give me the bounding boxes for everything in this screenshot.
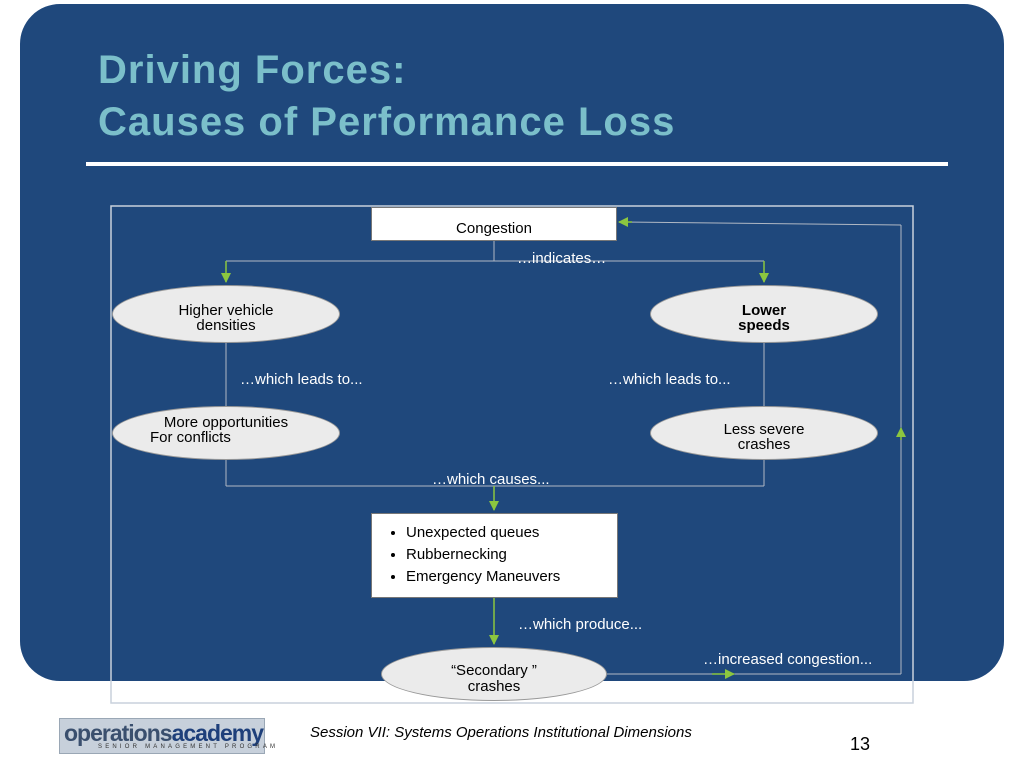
- more-conflicts-line-1: More opportunities: [163, 414, 289, 431]
- higher-densities-line-1: Higher vehicle: [178, 302, 274, 319]
- lower-speeds-line-2: speeds: [738, 317, 790, 334]
- less-severe-ellipse: Less severe crashes: [650, 406, 878, 460]
- label-leads-left: …which leads to...: [240, 371, 363, 388]
- secondary-line-1: “Secondary ”: [451, 662, 537, 679]
- lower-speeds-ellipse: Lower speeds: [650, 285, 878, 343]
- operations-academy-logo: operationsacademy SENIOR MANAGEMENT PROG…: [59, 718, 275, 754]
- effects-box: Unexpected queues Rubbernecking Emergenc…: [371, 513, 618, 598]
- secondary-line-2: crashes: [467, 678, 521, 695]
- logo-part-2: academy: [171, 720, 264, 746]
- less-severe-line-2: crashes: [737, 436, 791, 453]
- effect-item: Unexpected queues: [406, 522, 617, 544]
- lower-speeds-line-1: Lower: [741, 302, 787, 319]
- slide-title: Driving Forces: Causes of Performance Lo…: [98, 44, 675, 148]
- feedback-top: [619, 221, 902, 226]
- effect-item: Emergency Maneuvers: [406, 566, 617, 588]
- more-conflicts-ellipse: More opportunities For conflicts: [112, 406, 340, 460]
- less-severe-line-1: Less severe: [723, 421, 805, 438]
- higher-densities-ellipse: Higher vehicle densities: [112, 285, 340, 343]
- more-conflicts-line-2: For conflicts: [150, 429, 231, 446]
- congestion-box: Congestion: [371, 207, 617, 241]
- title-line-1: Driving Forces:: [98, 48, 407, 92]
- congestion-label: Congestion: [456, 220, 532, 237]
- effect-item: Rubbernecking: [406, 544, 617, 566]
- label-produce: …which produce...: [518, 616, 643, 633]
- session-footer: Session VII: Systems Operations Institut…: [310, 724, 692, 741]
- label-leads-right: …which leads to...: [608, 371, 731, 388]
- logo-subtitle: SENIOR MANAGEMENT PROGRAM: [98, 744, 279, 750]
- label-increased-congestion: …increased congestion...: [703, 651, 873, 668]
- diagram-frame: [110, 205, 914, 704]
- label-indicates: …indicates…: [517, 250, 607, 267]
- title-divider: [86, 162, 948, 166]
- logo-part-1: operations: [64, 720, 173, 746]
- effects-list: Unexpected queues Rubbernecking Emergenc…: [390, 522, 617, 588]
- title-line-2: Causes of Performance Loss: [98, 100, 676, 144]
- page-number: 13: [850, 734, 871, 754]
- logo-wordmark: operationsacademy: [64, 720, 264, 747]
- secondary-crashes-ellipse: “Secondary ” crashes: [381, 647, 607, 701]
- higher-densities-line-2: densities: [196, 317, 256, 334]
- label-causes: …which causes...: [432, 471, 550, 488]
